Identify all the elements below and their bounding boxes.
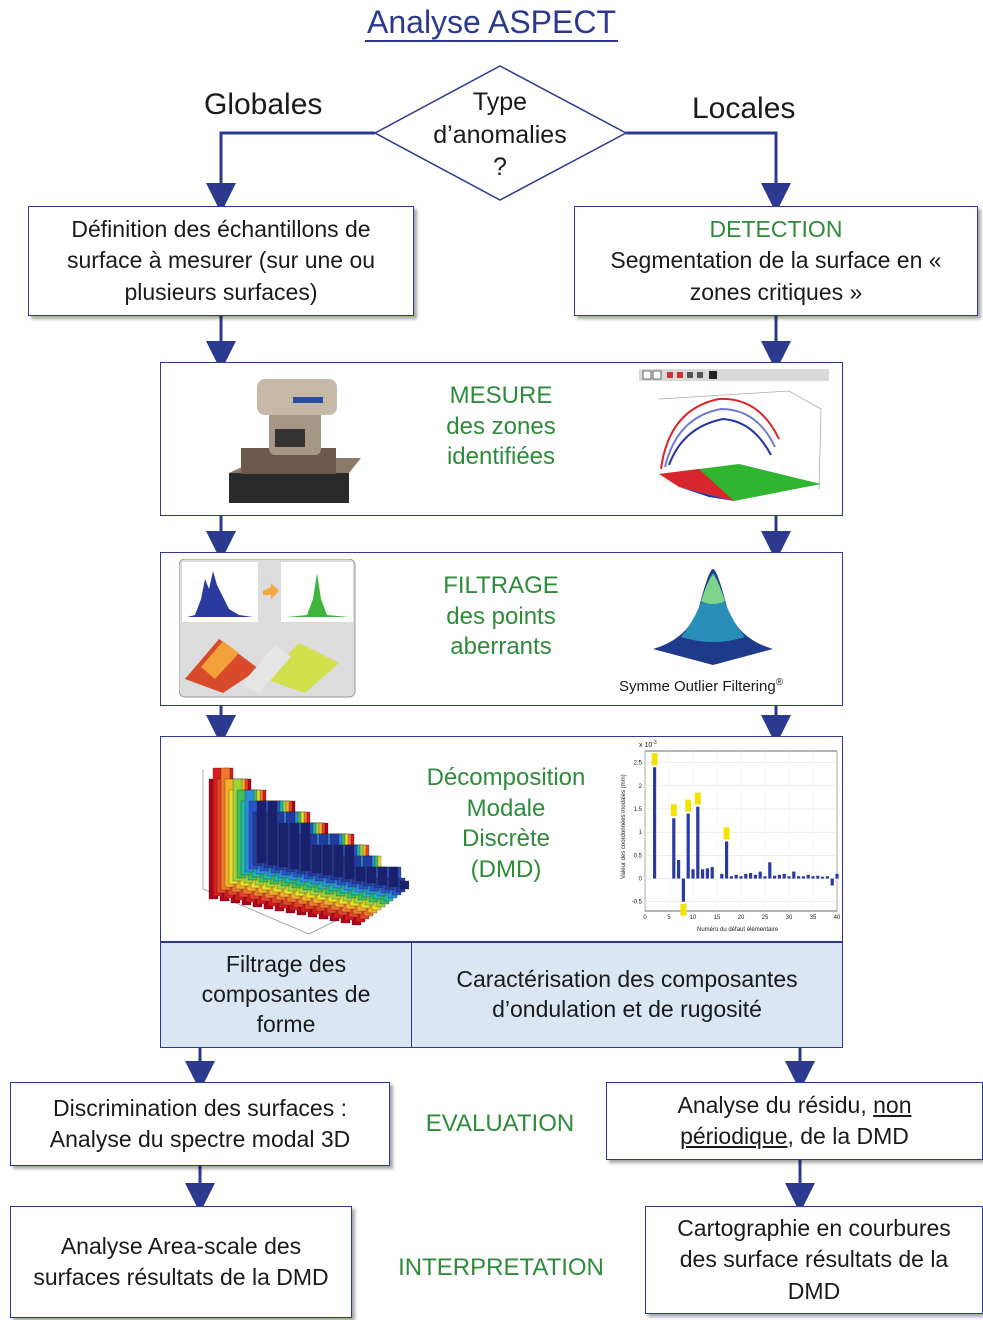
modal-bar (825, 876, 829, 879)
highlight-marker (651, 753, 658, 766)
modal-bar (710, 866, 714, 879)
modal-bar (758, 871, 762, 879)
y-tick-label: 2 (639, 784, 643, 790)
modal-bar (777, 874, 781, 879)
modal-bar (681, 878, 685, 902)
x-tick-label: 10 (690, 915, 697, 921)
decision-text: Type d’anomalies ? (433, 88, 567, 181)
chart-ylabel: Valeur des coordonnées modales (mm) (621, 774, 627, 879)
x-tick-label: 15 (714, 915, 721, 921)
modal-bar (773, 875, 777, 879)
modal-bar (801, 876, 805, 879)
modal-spectrum-3d (202, 767, 409, 935)
modal-bar (725, 841, 729, 879)
modal-bar (792, 871, 796, 879)
waviness-roughness-box: Caractérisation des composantes d’ondula… (411, 942, 843, 1048)
dmd-text: Décomposition Modale Discrète (DMD) (426, 764, 586, 884)
x-tick-label: 35 (810, 915, 817, 921)
evaluation-label: EVALUATION (425, 1110, 575, 1137)
x-tick-label: 20 (738, 915, 745, 921)
chart-exponent: x 10-3 (639, 740, 657, 749)
profilometer-image (229, 379, 361, 503)
modal-bar (821, 876, 825, 879)
modal-bar (696, 806, 700, 879)
decision-diamond (373, 65, 628, 201)
modal-bar (653, 767, 657, 879)
dmd-panel: Décomposition Modale Discrète (DMD) x 10… (160, 736, 843, 942)
modal-bar (763, 876, 767, 879)
x-tick-label: 5 (667, 915, 671, 921)
gaussian-surface-image (653, 569, 773, 665)
modal-bar (806, 874, 810, 879)
modal-bar (753, 874, 757, 879)
modal-bar (691, 869, 695, 879)
highlight-marker (685, 799, 692, 812)
x-tick-label: 40 (834, 915, 841, 921)
modal-bar (797, 876, 801, 879)
filtering-caption: Symme Outlier Filtering® (619, 677, 784, 695)
modal-bar (701, 869, 705, 879)
x-tick-label: 25 (762, 915, 769, 921)
y-tick-label: -0.5 (632, 900, 643, 906)
filtrage-text: FILTRAGE des points aberrants (443, 572, 559, 661)
interpretation-label: INTERPRETATION (398, 1254, 604, 1281)
page-title: Analyse ASPECT (365, 4, 618, 42)
modal-bar (729, 876, 733, 879)
surface-discrimination-box: Discrimination des surfaces : Analyse du… (10, 1082, 390, 1166)
surface-plot-3d (639, 369, 829, 501)
modal-bar (672, 818, 676, 879)
y-tick-label: 1 (639, 830, 643, 836)
curvature-map-box: Cartographie en courbures des surface ré… (645, 1206, 983, 1314)
highlight-marker (670, 804, 677, 817)
highlight-marker (694, 792, 701, 805)
filtrage-panel: FILTRAGE des points aberrants Symme Outl… (160, 552, 843, 706)
modal-bar (705, 868, 709, 879)
modal-bar (744, 873, 748, 879)
mesure-panel: MESURE des zones identifiées (160, 362, 843, 516)
area-scale-box: Analyse Area-scale des surfaces résultat… (10, 1206, 352, 1318)
y-tick-label: 0.5 (634, 853, 643, 859)
modal-coordinates-chart: x 10-3 Valeur des coordonnées modales (m… (621, 740, 841, 933)
outlier-filtering-figure (179, 559, 356, 698)
mesure-text: MESURE des zones identifiées (446, 382, 556, 471)
branch-globales: Globales (204, 88, 323, 121)
branch-locales: Locales (692, 92, 796, 125)
modal-bar (749, 872, 753, 879)
modal-bar (677, 859, 681, 879)
form-filtering-box: Filtrage des composantes de forme (160, 942, 412, 1048)
x-tick-label: 30 (786, 915, 793, 921)
modal-bar (720, 873, 724, 879)
sample-definition-box: Définition des échantillons de surface à… (28, 206, 414, 316)
chart-xlabel: Numéro du défaut élémentaire (697, 927, 779, 933)
highlight-marker (680, 903, 687, 916)
modal-bar (816, 875, 820, 879)
modal-bar (734, 874, 738, 879)
modal-bar (830, 878, 834, 886)
y-tick-label: 1.5 (634, 807, 643, 813)
modal-bar (835, 873, 839, 879)
y-tick-label: 0 (639, 877, 643, 883)
modal-bar (811, 876, 815, 879)
detection-box: DETECTION Segmentation de la surface en … (574, 206, 978, 316)
modal-bar (686, 813, 690, 879)
modal-bar (782, 873, 786, 879)
residue-analysis-box: Analyse du résidu, non périodique, de la… (606, 1082, 983, 1160)
modal-bar (739, 876, 743, 879)
x-tick-label: 0 (643, 915, 647, 921)
modal-bar (787, 876, 791, 879)
modal-bar (768, 862, 772, 879)
y-tick-label: 2.5 (634, 761, 643, 767)
highlight-marker (723, 827, 730, 840)
